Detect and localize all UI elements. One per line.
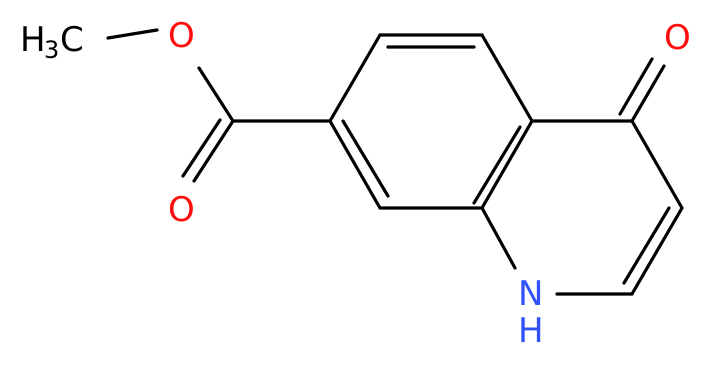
ketone-oxygen-label: O [664, 18, 691, 58]
bond-c3-c2 [630, 206, 684, 296]
bond-c4-c3 [630, 119, 684, 210]
methyl-label-c: C [60, 20, 84, 60]
bond-n1-c8a [480, 206, 517, 270]
bond-c8-c7 [328, 119, 382, 210]
bond-carbonyl-double-a [192, 119, 235, 183]
bond-c7-c6 [328, 33, 382, 123]
bond-c3-c2-inner [622, 206, 671, 285]
bond-ketone-double-b [618, 57, 654, 116]
bond-methyl-ester-o [106, 28, 159, 40]
bond-carbonyl-double-b [181, 118, 222, 178]
ester-oxygen-label: O [168, 16, 195, 56]
bond-c5-c4a [480, 33, 534, 123]
carbonyl-oxygen-label: O [168, 190, 195, 230]
bond-ester-o-carbonyl-c [197, 66, 235, 123]
methyl-label-h: H [20, 20, 46, 60]
bond-ketone-double-a [630, 64, 666, 123]
bond-c8-c7-inner [341, 119, 390, 198]
amine-hydrogen-label: H [518, 311, 544, 351]
bond-c4a-c8a-inner [472, 125, 522, 205]
bond-c4a-c8a [480, 119, 534, 210]
methyl-label-sub: 3 [44, 36, 59, 64]
amine-nitrogen-label: N [518, 274, 543, 314]
